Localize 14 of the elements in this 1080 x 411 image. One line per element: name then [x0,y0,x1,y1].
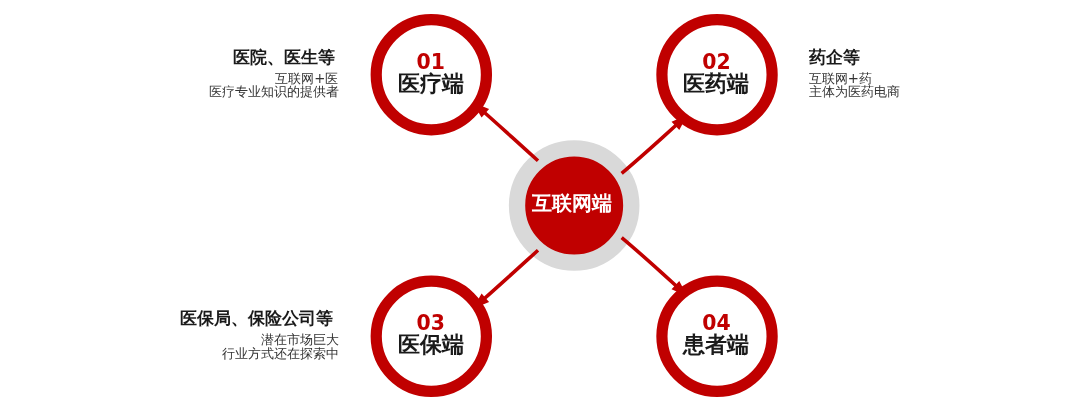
node-label: 医保局、保险公司等 [179,308,333,329]
arrow [620,114,687,175]
node-label: 主体为医药电商 [808,84,900,100]
node-label: 互联网+医 [274,70,338,86]
node-label: 药企等 [808,46,860,67]
node-circle: 04 患者端 [655,275,778,398]
arrow [620,236,687,297]
node-label: 潜在市场巨大 [260,332,339,348]
node-label: 医院、医生等 [232,46,335,67]
node-label: 行业方式还在探索中 [221,345,339,361]
node-label: 互联网+药 [808,70,872,86]
node-circle: 02 医药端 [655,14,778,136]
node-circle: 互联网端 [508,140,639,271]
node-label: 医疗专业知识的提供者 [208,84,339,100]
